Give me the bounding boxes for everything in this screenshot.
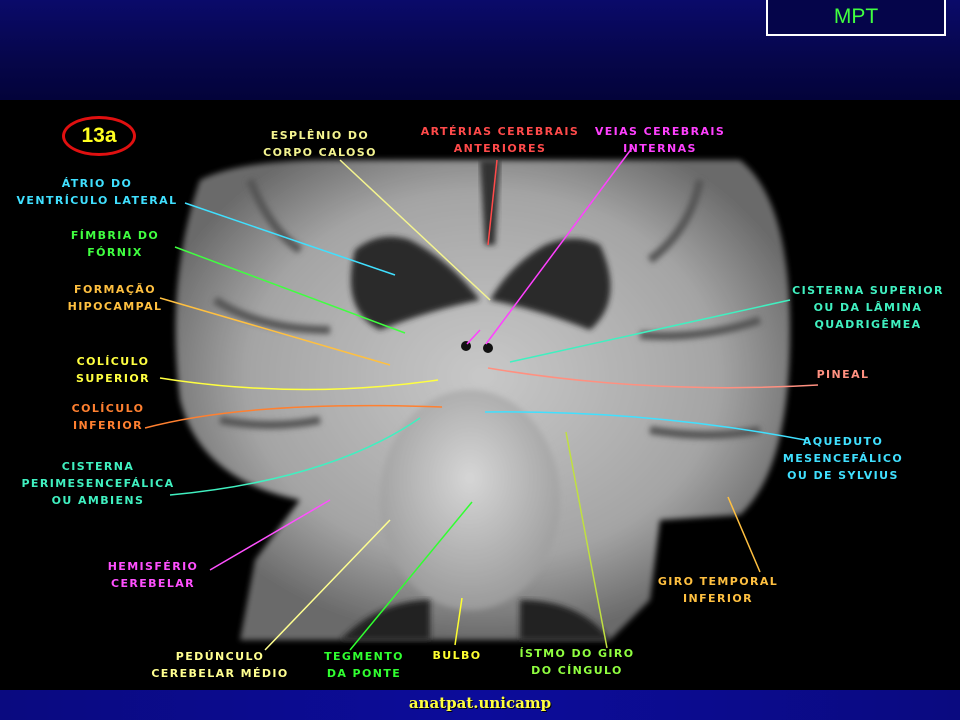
arrow-coliculo-superior	[159, 377, 439, 391]
right-ventricle-atrium	[490, 238, 611, 330]
label-istmo: ÍSTMO DO GIRO DO CÍNGULO	[519, 645, 634, 679]
label-line: CEREBELAR MÉDIO	[151, 667, 289, 680]
label-line: PERIMESENCEFÁLICA	[21, 477, 175, 490]
label-line: AQUEDUTO	[802, 435, 884, 448]
label-line: HIPOCAMPAL	[67, 300, 163, 313]
arrow-hemisferio	[209, 499, 331, 571]
arrow-esplenio	[339, 159, 491, 301]
label-veias: VEIAS CEREBRAIS INTERNAS	[595, 123, 725, 157]
label-esplenio: ESPLÊNIO DO CORPO CALOSO	[263, 127, 377, 161]
label-line: CORPO CALOSO	[263, 146, 377, 159]
mpt-badge: MPT	[766, 0, 946, 36]
brain-section	[175, 160, 790, 640]
arrow-formacao	[159, 297, 391, 366]
label-cisterna-perimesencefalica: CISTERNA PERIMESENCEFÁLICA OU AMBIENS	[21, 458, 174, 509]
arrow-atrio	[184, 202, 396, 276]
label-line: QUADRIGÊMEA	[814, 318, 922, 331]
label-line: CISTERNA	[61, 460, 135, 473]
label-line: OU DA LÂMINA	[813, 301, 923, 314]
label-line: PEDÚNCULO	[175, 650, 265, 663]
label-atrio: ÁTRIO DO VENTRÍCULO LATERAL	[17, 175, 178, 209]
label-pedunculo: PEDÚNCULO CEREBELAR MÉDIO	[151, 648, 288, 682]
left-ventricle-atrium	[350, 236, 480, 330]
arrow-cisterna-sup	[509, 299, 791, 363]
label-line: MESENCEFÁLICO	[782, 452, 904, 465]
figure-number: 13a	[81, 124, 117, 147]
mpt-badge-text: MPT	[833, 5, 879, 28]
label-line: OU AMBIENS	[51, 494, 145, 507]
label-cisterna-superior: CISTERNA SUPERIOR OU DA LÂMINA QUADRIGÊMEA	[792, 282, 944, 333]
label-line: INFERIOR	[73, 419, 143, 432]
label-tegmento: TEGMENTO DA PONTE	[324, 648, 404, 682]
arrow-tegmento	[349, 501, 473, 651]
label-line: GIRO TEMPORAL	[657, 575, 779, 588]
label-line: DA PONTE	[326, 667, 402, 680]
label-line: FÓRNIX	[87, 246, 143, 259]
label-coliculo-superior: COLÍCULO SUPERIOR	[76, 353, 150, 387]
label-line: ARTÉRIAS CEREBRAIS	[420, 125, 580, 138]
label-line: SUPERIOR	[75, 372, 151, 385]
label-bulbo: BULBO	[432, 647, 481, 664]
arrow-veias-1	[485, 147, 633, 345]
arrow-aqueduto	[484, 411, 806, 441]
arrow-bulbo	[454, 597, 463, 646]
figure-number-badge: 13a	[62, 116, 136, 156]
arrow-coliculo-inferior	[144, 404, 443, 429]
label-coliculo-inferior: COLÍCULO INFERIOR	[72, 400, 145, 434]
footer-site-name: anatpat.unicamp	[408, 694, 552, 712]
arrow-pineal	[487, 367, 819, 389]
label-line: ÁTRIO DO	[61, 177, 133, 190]
arrow-istmo	[565, 431, 608, 649]
label-line: CISTERNA SUPERIOR	[792, 284, 944, 297]
label-arterias: ARTÉRIAS CEREBRAIS ANTERIORES	[421, 123, 580, 157]
label-hemisferio: HEMISFÉRIO CEREBELAR	[108, 558, 199, 592]
label-line: OU DE SYLVIUS	[787, 469, 899, 482]
label-line: DO CÍNGULO	[531, 664, 623, 677]
label-giro-temporal: GIRO TEMPORAL INFERIOR	[658, 573, 778, 607]
arrow-fimbria	[174, 246, 406, 334]
label-line: FORMAÇÃO	[74, 283, 156, 296]
label-line: ANTERIORES	[453, 142, 547, 155]
label-line: CEREBELAR	[110, 577, 196, 590]
label-line: VEIAS CEREBRAIS	[594, 125, 726, 138]
label-line: PINEAL	[816, 368, 870, 381]
arrow-veias-2	[466, 329, 481, 345]
label-line: VENTRÍCULO LATERAL	[16, 194, 178, 207]
label-fimbria: FÍMBRIA DO FÓRNIX	[71, 227, 159, 261]
label-line: HEMISFÉRIO	[107, 560, 199, 573]
label-line: INFERIOR	[683, 592, 753, 605]
label-line: BULBO	[432, 649, 482, 662]
label-line: ESPLÊNIO DO	[270, 129, 370, 142]
label-line: TEGMENTO	[324, 650, 404, 663]
arrow-giro-temporal	[727, 496, 761, 573]
label-line: ÍSTMO DO GIRO	[519, 647, 635, 660]
label-aqueduto: AQUEDUTO MESENCEFÁLICO OU DE SYLVIUS	[783, 433, 903, 484]
label-pineal: PINEAL	[817, 366, 870, 383]
label-line: COLÍCULO	[71, 402, 145, 415]
arrow-arterias	[487, 159, 498, 246]
label-formacao: FORMAÇÃO HIPOCAMPAL	[68, 281, 163, 315]
arrow-pedunculo	[264, 519, 391, 651]
label-line: INTERNAS	[623, 142, 697, 155]
label-line: COLÍCULO	[76, 355, 150, 368]
footer-band	[0, 690, 960, 720]
label-line: FÍMBRIA DO	[70, 229, 160, 242]
arrow-cisterna-peri	[169, 417, 421, 496]
